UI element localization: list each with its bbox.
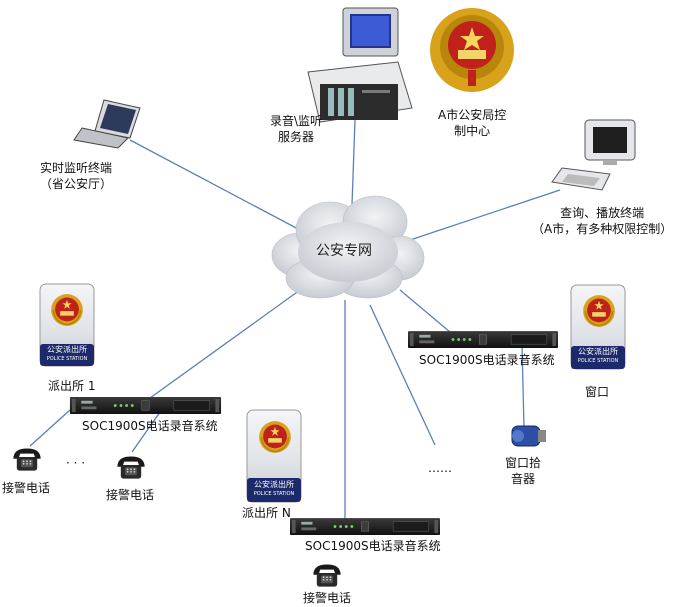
- window-sign-title: 公安派出所: [578, 347, 618, 356]
- server-icon: [307, 7, 413, 123]
- control-center-line1: A市公安局控: [438, 108, 507, 122]
- station-1-label: 派出所 1: [48, 379, 96, 393]
- recorder-rack-window: [408, 331, 558, 348]
- phone-n-label: 接警电话: [303, 591, 352, 605]
- window-mic-line1: 窗口拾: [505, 456, 542, 470]
- station-sign-1: [39, 283, 95, 367]
- recorder-1-label: SOC1900S电话录音系统: [82, 419, 218, 433]
- recorder-window-label: SOC1900S电话录音系统: [419, 353, 555, 367]
- phone-1a-label: 接警电话: [2, 481, 51, 495]
- cloud-label: 公安专网: [316, 243, 372, 259]
- monitor-terminal-line1: 实时监听终端: [40, 161, 113, 175]
- playback-terminal-line1: 查询、播放终端: [560, 206, 645, 220]
- link-ellipsis: [369, 304, 436, 446]
- station-n-sign-sub: POLICE STATION: [253, 491, 295, 497]
- link-window-mic: [521, 344, 525, 429]
- station-sign-n: [246, 409, 302, 503]
- phone-icon-n: [313, 564, 341, 587]
- phone-icon-1a: [13, 448, 41, 471]
- link-recorder-phone1: [29, 409, 71, 447]
- desktop-pc-icon: [551, 119, 636, 191]
- link-monitor: [129, 139, 301, 231]
- monitor-terminal-label: 实时监听终端 （省公安厅）: [40, 160, 112, 192]
- link-window: [399, 289, 451, 333]
- phone-icon-1b: [117, 456, 145, 479]
- link-recorder-phone2: [131, 411, 161, 453]
- stations-ellipsis: ……: [428, 461, 452, 475]
- station-1-sign-sub: POLICE STATION: [46, 356, 88, 362]
- playback-terminal-line2: （A市，有多种权限控制）: [532, 222, 673, 236]
- window-mic-line2: 音器: [511, 472, 536, 486]
- station-sign-window: [570, 284, 626, 370]
- phones-ellipsis: · · ·: [66, 456, 86, 470]
- recorder-rack-n: [290, 518, 440, 535]
- link-lines: [29, 119, 561, 520]
- phone-1b-label: 接警电话: [106, 488, 155, 502]
- microphone-icon: [511, 425, 546, 447]
- cloud: [271, 195, 425, 299]
- recording-server-line1: 录音\监听: [270, 114, 323, 128]
- police-emblem-icon: [430, 8, 514, 92]
- playback-terminal-label: 查询、播放终端 （A市，有多种权限控制）: [532, 205, 672, 237]
- monitor-terminal-line2: （省公安厅）: [40, 177, 113, 191]
- recorder-n-label: SOC1900S电话录音系统: [305, 539, 441, 553]
- recorder-rack-1: [69, 397, 222, 414]
- window-mic-label: 窗口拾 音器: [505, 455, 541, 487]
- link-station-1: [149, 289, 301, 399]
- laptop-icon: [73, 99, 141, 149]
- window-label: 窗口: [585, 385, 610, 399]
- recording-server-line2: 服务器: [278, 130, 315, 144]
- window-sign-sub: POLICE STATION: [577, 358, 619, 364]
- link-server: [351, 119, 356, 206]
- station-1-sign-title: 公安派出所: [47, 345, 87, 354]
- station-n-sign-title: 公安派出所: [254, 480, 294, 489]
- link-playback: [409, 189, 561, 241]
- recording-server-label: 录音\监听 服务器: [270, 113, 322, 145]
- control-center-line2: 制中心: [454, 124, 491, 138]
- control-center-label: A市公安局控 制中心: [438, 107, 506, 139]
- station-n-label: 派出所 N: [242, 506, 291, 520]
